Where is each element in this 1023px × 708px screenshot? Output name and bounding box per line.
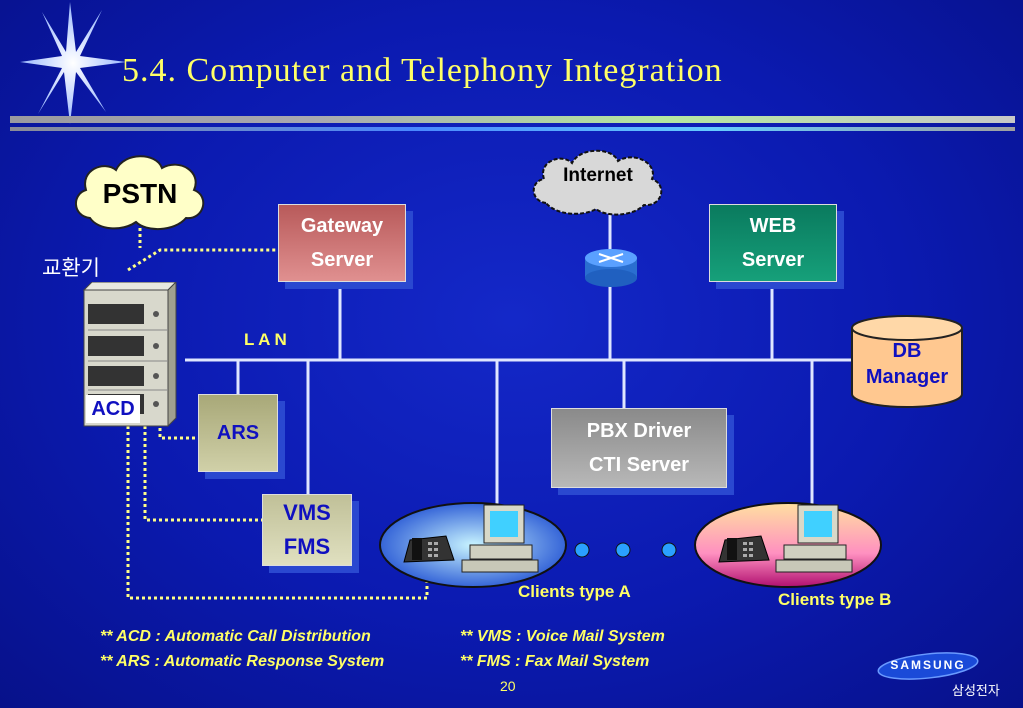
- web-server-line2: Server: [741, 249, 805, 271]
- ellipsis-dots: [574, 542, 677, 558]
- gateway-server-line1: Gateway: [300, 215, 384, 237]
- clients-a-label: Clients type A: [518, 582, 631, 601]
- star-burst-icon: [20, 2, 126, 124]
- footnotes: ** ACD : Automatic Call Distribution ** V…: [100, 628, 665, 678]
- footnote-acd: ** ACD : Automatic Call Distribution: [100, 628, 371, 645]
- db-label-line1: DB: [892, 340, 922, 362]
- page-number: 20: [500, 678, 516, 694]
- pstn-cloud-icon: [75, 155, 205, 230]
- samsung-logo: [877, 652, 979, 680]
- fms-label: FMS: [283, 534, 331, 559]
- ars-box: ARS: [198, 394, 278, 472]
- internet-label: Internet: [563, 165, 633, 186]
- company-name: 삼성전자: [952, 684, 1000, 699]
- lan-label: L A N: [244, 330, 287, 349]
- db-manager-label: DB Manager: [849, 338, 965, 390]
- footnote-row: ** ARS : Automatic Response System ** FMS…: [100, 653, 665, 678]
- web-server-line1: WEB: [749, 215, 797, 237]
- web-server-box: WEB Server: [709, 204, 837, 282]
- pstn-label: PSTN: [102, 178, 178, 209]
- internet-cloud-icon: [532, 149, 663, 216]
- page-title: 5.4. Computer and Telephony Integration: [122, 52, 723, 89]
- db-label-line2: Manager: [865, 366, 949, 388]
- clients-b-label: Clients type B: [778, 590, 892, 609]
- pbx-cti-server-box: PBX Driver CTI Server: [551, 408, 727, 488]
- exchange-label: 교환기: [42, 256, 100, 280]
- telephone-icon: [403, 535, 455, 563]
- samsung-logo-text: SAMSUNG: [890, 658, 966, 672]
- acd-label: ACD: [86, 395, 140, 423]
- router-icon: [585, 249, 637, 287]
- gateway-server-line2: Server: [310, 249, 374, 271]
- footnote-vms: ** VMS : Voice Mail System: [460, 628, 665, 645]
- title-bar-top: [10, 116, 1015, 123]
- pbx-line2: CTI Server: [588, 454, 690, 476]
- footnote-row: ** ACD : Automatic Call Distribution ** V…: [100, 628, 665, 653]
- footnote-fms: ** FMS : Fax Mail System: [460, 653, 650, 670]
- pbx-line1: PBX Driver: [586, 420, 692, 442]
- computer-icon: [461, 504, 539, 573]
- gateway-server-box: Gateway Server: [278, 204, 406, 282]
- ars-label: ARS: [216, 422, 260, 444]
- footnote-ars: ** ARS : Automatic Response System: [100, 653, 385, 670]
- vms-label: VMS: [283, 500, 331, 525]
- telephone-icon: [718, 535, 770, 563]
- database-icon: [851, 315, 963, 408]
- vms-fms-box: VMS FMS: [262, 494, 352, 566]
- title-bar-bottom: [10, 127, 1015, 131]
- computer-icon: [775, 504, 853, 573]
